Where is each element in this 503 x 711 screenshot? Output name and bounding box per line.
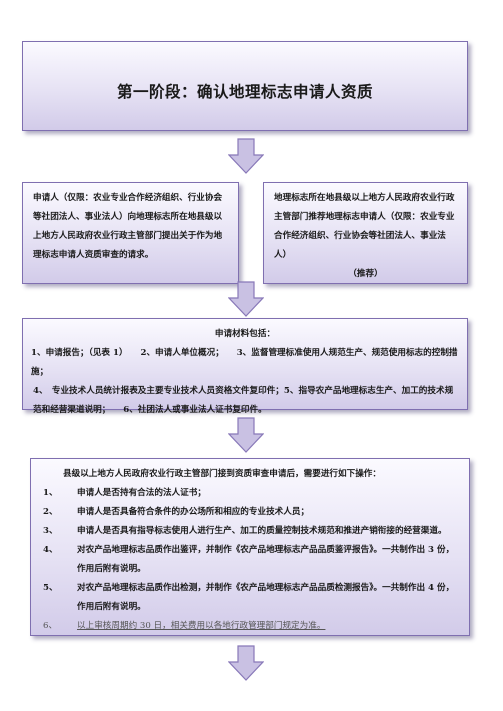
review-item: 2、 申请人是否具备符合条件的办公场所和相应的专业技术人员；: [43, 503, 457, 522]
review-item-number: 4、: [43, 545, 58, 555]
stage-title: 第一阶段：确认地理标志申请人资质: [116, 82, 373, 101]
recommendation-text: 地理标志所在地县级以上地方人民政府农业行政主管部门推荐地理标志申请人（仅限：农业…: [274, 193, 455, 260]
review-item-text: 对农产品地理标志品质作出鉴评，并制作《农产品地理标志产品品质鉴评报告》。一共制作…: [77, 545, 455, 574]
review-item: 6、 以上审核周期约 30 日，相关费用以各地行政管理部门规定为准。: [43, 617, 457, 636]
review-item-text: 申请人是否持有合法的法人证书；: [77, 488, 206, 498]
review-item-number: 3、: [43, 526, 58, 536]
review-item-number: 2、: [43, 507, 58, 517]
review-item-text: 以上审核周期约 30 日，相关费用以各地行政管理部门规定为准。: [77, 621, 326, 631]
materials-line-2: 4、 专业技术人员统计报表及主要专业技术人员资格文件复印件；5、指导农产品地理标…: [33, 386, 454, 415]
recommendation-box: 地理标志所在地县级以上地方人民政府农业行政主管部门推荐地理标志申请人（仅限：农业…: [263, 182, 468, 284]
review-item: 3、 申请人是否具有指导标志使用人进行生产、加工的质量控制技术规范和推进产销衔接…: [43, 522, 457, 541]
review-intro: 县级以上地方人民政府农业行政主管部门接到资质审查申请后，需要进行如下操作：: [63, 469, 381, 479]
materials-line-1: 1、申请报告；（见表 1） 2、申请人单位概况； 3、监督管理标准使用人规范生产…: [31, 348, 458, 377]
review-item: 5、 对农产品地理标志品质作出检测，并制作《农产品地理标志产品品质检测报告》。一…: [43, 579, 457, 617]
materials-heading: 申请材料包括：: [214, 329, 276, 339]
stage-title-box: 第一阶段：确认地理标志申请人资质: [22, 41, 468, 131]
review-item-text: 申请人是否具有指导标志使用人进行生产、加工的质量控制技术规范和推进产销衔接的经营…: [77, 526, 447, 536]
review-item-text: 对农产品地理标志品质作出检测，并制作《农产品地理标志产品品质检测报告》。一共制作…: [77, 583, 455, 612]
review-item: 4、 对农产品地理标志品质作出鉴评，并制作《农产品地理标志产品品质鉴评报告》。一…: [43, 541, 457, 579]
review-operations-box: 县级以上地方人民政府农业行政主管部门接到资质审查申请后，需要进行如下操作： 1、…: [30, 458, 470, 636]
applicant-request-text: 申请人（仅限：农业专业合作经济组织、行业协会等社团法人、事业法人）向地理标志所在…: [33, 193, 223, 260]
review-item: 1、 申请人是否持有合法的法人证书；: [43, 484, 457, 503]
applicant-request-box: 申请人（仅限：农业专业合作经济组织、行业协会等社团法人、事业法人）向地理标志所在…: [22, 182, 239, 284]
review-item-number: 5、: [43, 583, 58, 593]
materials-box: 申请材料包括： 1、申请报告；（见表 1） 2、申请人单位概况； 3、监督管理标…: [22, 318, 468, 415]
down-arrow-icon: [228, 417, 264, 453]
review-item-number: 1、: [43, 488, 58, 498]
down-arrow-icon: [228, 138, 264, 174]
recommendation-note: （推荐）: [348, 269, 383, 279]
down-arrow-icon: [228, 645, 264, 681]
review-item-text: 申请人是否具备符合条件的办公场所和相应的专业技术人员；: [77, 507, 310, 517]
down-arrow-icon: [228, 281, 264, 317]
review-item-number: 6、: [43, 621, 58, 631]
